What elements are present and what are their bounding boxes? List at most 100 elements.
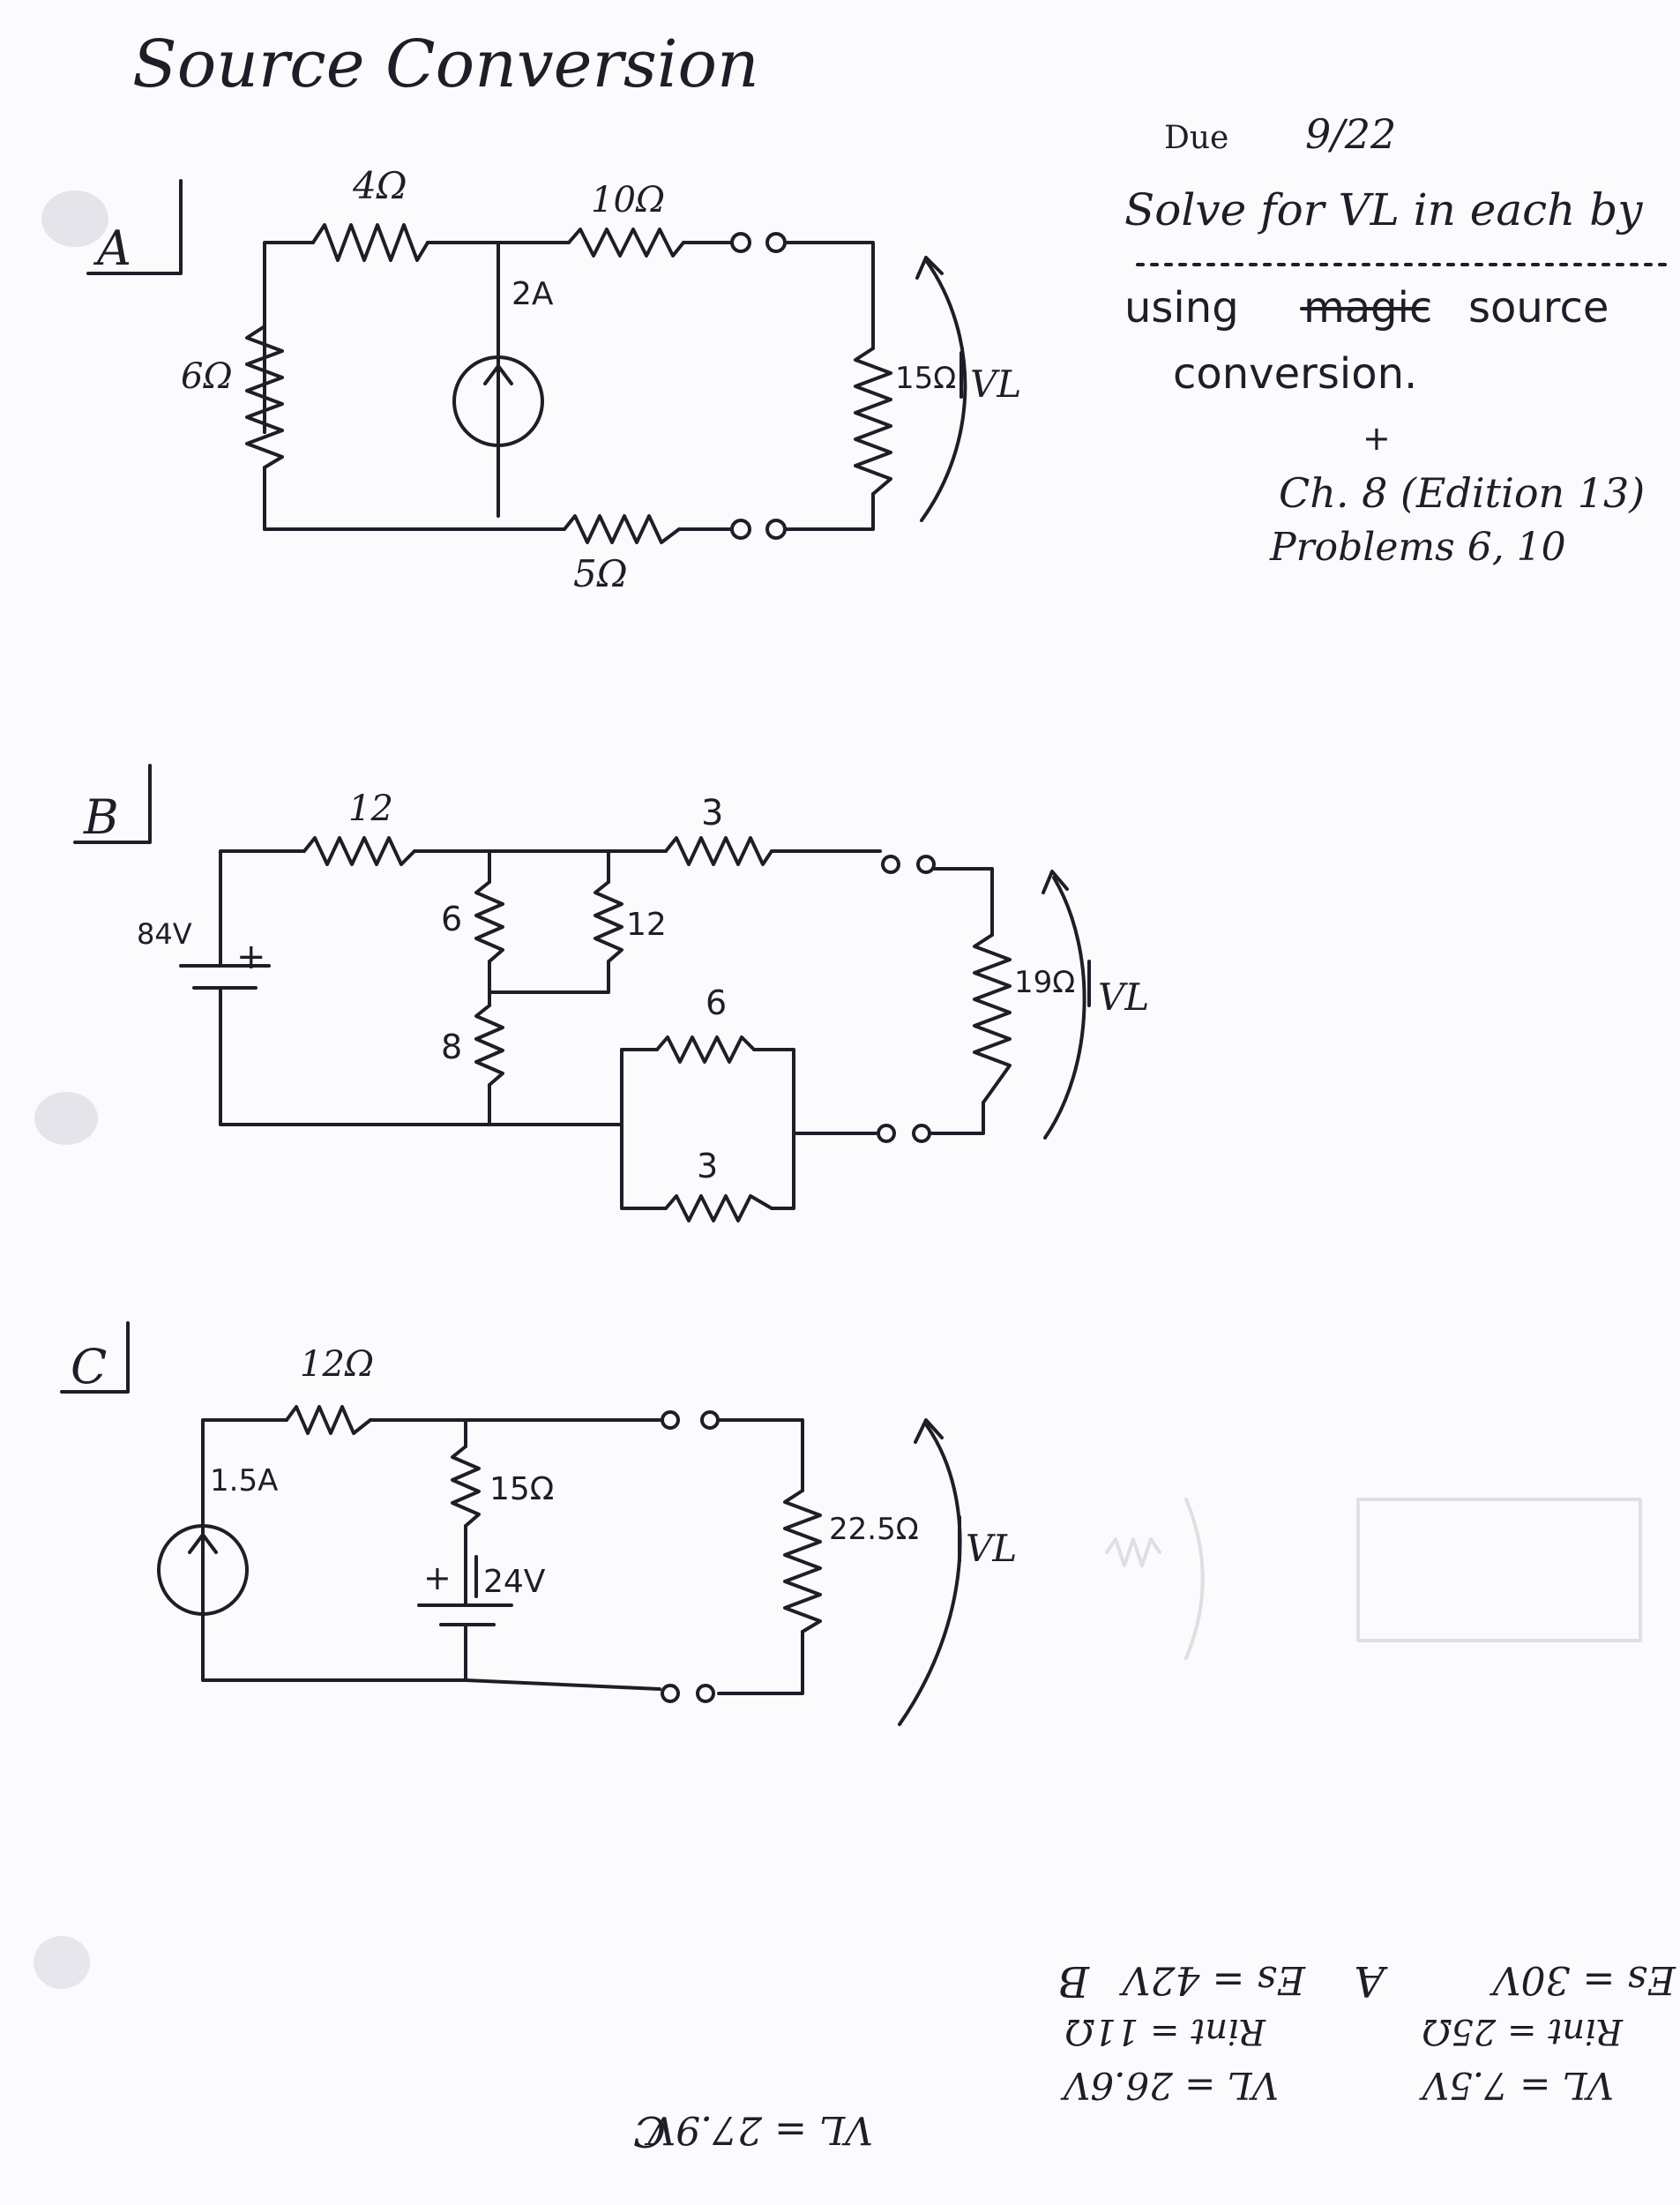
wire xyxy=(785,241,875,350)
due-label: Due xyxy=(1164,120,1228,156)
circuit-label-c: C xyxy=(60,1321,130,1394)
label-12-top: 12 xyxy=(348,789,393,829)
resistor-15ohm-load xyxy=(854,347,892,496)
wire xyxy=(717,1630,804,1695)
terminal xyxy=(881,855,900,874)
resistor-12ohm-c xyxy=(285,1405,372,1435)
resistor-12ohm-top xyxy=(302,836,416,866)
wire xyxy=(752,1048,795,1210)
instruction-chapter: Ch. 8 (Edition 13) xyxy=(1279,469,1645,517)
terminal xyxy=(700,1410,720,1430)
wire xyxy=(201,1590,467,1682)
vl-arrow-a xyxy=(920,258,967,522)
svg-text:C: C xyxy=(71,1339,107,1394)
wire xyxy=(219,986,623,1126)
terminal xyxy=(730,232,751,253)
label-6ohm: 6Ω xyxy=(181,356,233,397)
terminal xyxy=(765,232,787,253)
label-15ohm-c: 15Ω xyxy=(489,1471,554,1507)
terminal xyxy=(912,1124,931,1143)
instruction-line-1: Solve for VL in each by xyxy=(1124,184,1643,235)
resistor-15ohm-c xyxy=(451,1445,481,1528)
label-15ohm: 15Ω xyxy=(895,361,956,396)
answer-b-label: B xyxy=(1058,1956,1090,2006)
answer-b-rint: Rint = 11Ω xyxy=(1064,2011,1266,2052)
wire xyxy=(263,241,315,434)
wire xyxy=(488,960,610,994)
resistor-22-5ohm-load xyxy=(783,1489,822,1633)
label-2a: 2A xyxy=(511,276,554,312)
resistor-6ohm-par xyxy=(655,1035,756,1064)
label-19ohm: 19Ω xyxy=(1014,965,1075,1000)
circuit-c: C 12Ω 1. xyxy=(60,1321,1017,1726)
terminal xyxy=(916,855,936,874)
label-vl-a: VL xyxy=(970,363,1021,406)
resistor-6ohm-vert xyxy=(474,880,504,963)
svg-text:A: A xyxy=(93,220,131,276)
label-4ohm: 4Ω xyxy=(352,164,407,207)
terminal xyxy=(661,1410,680,1430)
circuit-label-a: A xyxy=(86,179,183,276)
voltage-source-84v xyxy=(179,964,271,990)
label-6-vert: 6 xyxy=(441,900,462,938)
wire xyxy=(933,867,994,937)
plus-84v: + xyxy=(236,937,266,977)
voltage-source-24v xyxy=(417,1603,513,1682)
answer-b-es: Es = 42V xyxy=(1118,1957,1306,2002)
resistor-4ohm xyxy=(311,223,429,262)
terminal xyxy=(696,1684,715,1703)
label-3-top: 3 xyxy=(701,793,723,833)
label-12-vert: 12 xyxy=(626,907,667,943)
label-8-vert: 8 xyxy=(441,1028,462,1066)
label-24v: 24V xyxy=(483,1564,546,1600)
terminal xyxy=(730,519,751,540)
answer-a-rint: Rint = 25Ω xyxy=(1422,2011,1624,2052)
label-22-5ohm: 22.5Ω xyxy=(829,1512,919,1547)
answer-a-label: A xyxy=(1354,1956,1388,2006)
answer-a-vl: VL = 7.5V xyxy=(1419,2064,1614,2107)
resistor-10ohm xyxy=(567,228,685,258)
label-3-par: 3 xyxy=(697,1147,718,1185)
answer-a-es: Es = 30V xyxy=(1489,1957,1676,2002)
terminal xyxy=(877,1124,896,1143)
circuit-b: B 84V + xyxy=(73,764,1149,1222)
wire xyxy=(620,1123,668,1210)
resistor-19ohm-load xyxy=(973,933,1012,1104)
instruction-using: using xyxy=(1124,283,1239,333)
resistor-3ohm-top xyxy=(664,836,773,866)
answers-upside-down: VL = 7.5V Rint = 25Ω Es = 30V A VL = 26.… xyxy=(633,1956,1676,2156)
wire xyxy=(785,492,875,531)
current-source-1-5a xyxy=(157,1524,249,1616)
vl-arrow-b xyxy=(1043,876,1086,1140)
wire xyxy=(717,1418,804,1492)
label-vl-b: VL xyxy=(1098,975,1149,1019)
label-6-par: 6 xyxy=(706,983,727,1022)
label-vl-c: VL xyxy=(966,1527,1017,1570)
resistor-12ohm-vert xyxy=(594,880,623,963)
label-1-5a: 1.5A xyxy=(210,1463,278,1499)
hole-punch-mark xyxy=(41,191,108,247)
bleed-through-marks xyxy=(1105,1498,1642,1660)
plus-24v: + xyxy=(423,1558,452,1597)
vl-arrow-c xyxy=(898,1423,962,1726)
resistor-6ohm xyxy=(245,325,284,469)
label-84v: 84V xyxy=(137,917,192,951)
answer-b-vl: VL = 26.6V xyxy=(1060,2064,1279,2107)
resistor-3ohm-par xyxy=(664,1194,773,1222)
resistor-8ohm-vert xyxy=(474,1004,504,1087)
label-12ohm-c: 12Ω xyxy=(300,1344,374,1385)
resistor-5ohm xyxy=(563,514,681,544)
wire xyxy=(219,849,306,968)
terminal xyxy=(661,1684,680,1703)
due-date: 9/22 xyxy=(1305,110,1396,158)
instruction-problems: Problems 6, 10 xyxy=(1269,525,1566,570)
current-source-2a xyxy=(452,355,544,447)
label-10ohm: 10Ω xyxy=(591,180,665,220)
circuit-a: A 4Ω 10Ω 6Ω 2A xyxy=(86,164,1021,595)
label-5ohm: 5Ω xyxy=(573,552,628,595)
circuit-label-b: B xyxy=(73,764,152,845)
instruction-line-3: conversion. xyxy=(1173,349,1417,399)
answer-c-label: C xyxy=(633,2106,666,2156)
wire xyxy=(201,1418,288,1550)
